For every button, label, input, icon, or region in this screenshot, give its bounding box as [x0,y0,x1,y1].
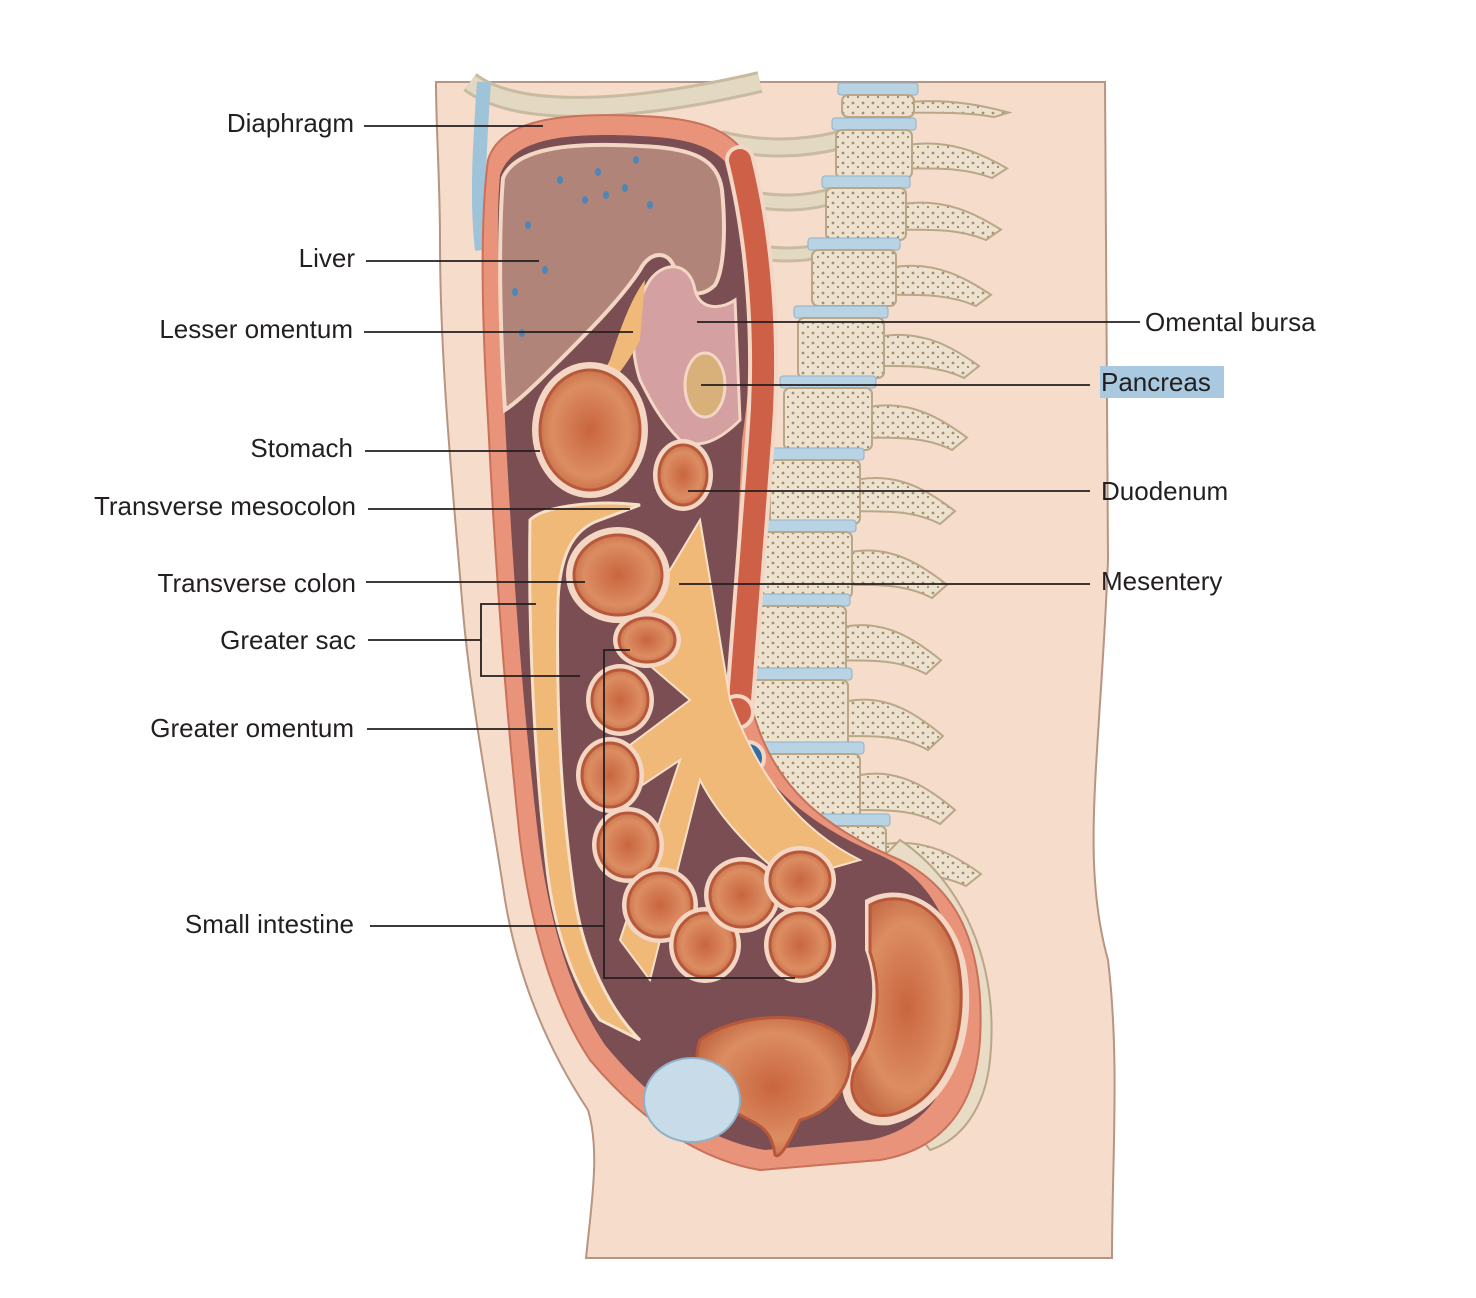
label-small-intestine: Small intestine [185,909,354,939]
label-transverse-mesocolon: Transverse mesocolon [94,491,356,521]
intestine-loop [613,612,681,668]
label-greater-sac: Greater sac [220,625,356,655]
pubic-symphysis [643,1057,741,1143]
intestine-loop [622,867,698,943]
pancreas-highlight [1100,366,1224,398]
vertebra [747,667,945,752]
intestine-loop [764,907,836,983]
liver-shape [498,142,726,414]
transverse-colon-shape [566,527,670,623]
labels: Diaphragm Liver Lesser omentum Stomach T… [94,108,1316,939]
greater-omentum-shape [528,501,642,1042]
intestine-loop [592,807,664,883]
small-intestine-loops [576,612,836,983]
label-stomach: Stomach [250,433,353,463]
intestine-loop [764,846,836,914]
vertebra [765,447,957,526]
intestine-loop [704,857,780,933]
vertebra [755,519,949,600]
label-mesentery: Mesentery [1101,566,1222,596]
pelvic-organs [643,892,970,1158]
label-diaphragm: Diaphragm [227,108,354,138]
label-transverse-colon: Transverse colon [158,568,356,598]
leader-greater-sac-bracket [368,603,580,677]
vertebra [779,375,969,452]
duodenum-shape [653,439,713,511]
intestine-loop [576,737,644,813]
lesser-omentum-shape [585,280,645,395]
label-lesser-omentum: Lesser omentum [159,314,353,344]
leader-lines [364,125,1140,979]
vertebra [831,117,1009,180]
ribs [463,71,843,263]
label-duodenum: Duodenum [1101,476,1228,506]
stomach-shape [532,362,648,498]
label-pancreas: Pancreas [1101,367,1211,397]
vertebra [807,237,993,308]
label-liver: Liver [299,243,356,273]
vertebra [793,305,981,380]
label-greater-omentum: Greater omentum [150,713,354,743]
vertebra [837,82,1013,119]
label-omental-bursa: Omental bursa [1145,307,1316,337]
leader-small-intestine-bracket [370,649,795,979]
intestine-loop [586,664,654,736]
vertebra [747,593,943,676]
